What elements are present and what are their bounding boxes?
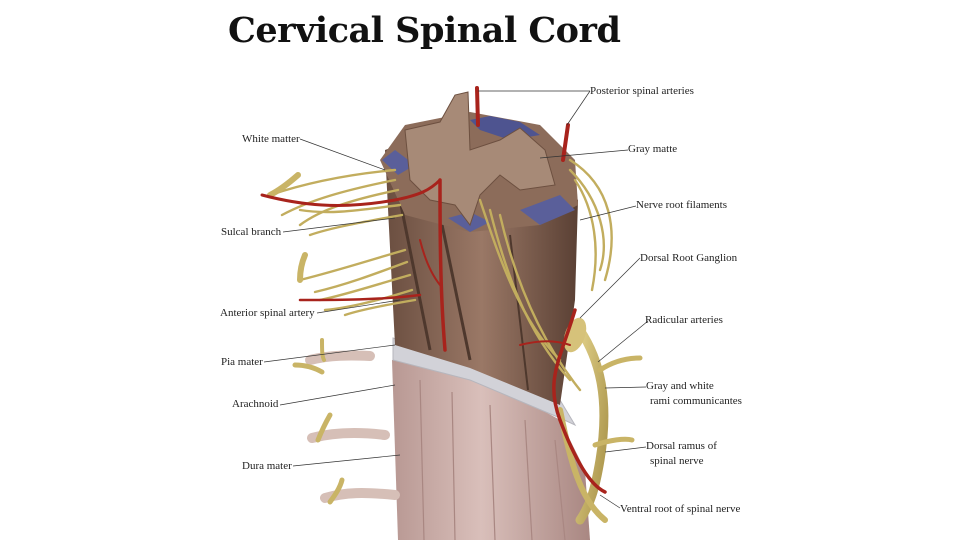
cross-section — [380, 91, 578, 232]
leader-lines — [263, 90, 649, 509]
label-dura-mater: Dura mater — [242, 460, 292, 472]
label-posterior-spinal-arteries: Posterior spinal arteries — [590, 85, 694, 97]
label-anterior-spinal-artery: Anterior spinal artery — [220, 307, 315, 319]
arteries — [260, 86, 607, 494]
label-ventral-root: Ventral root of spinal nerve — [620, 503, 741, 515]
label-white-matter: White matter — [242, 133, 300, 145]
nerve-roots — [268, 158, 613, 392]
label-dorsal-ramus-line2: spinal nerve — [650, 455, 704, 467]
gray-matter-shape — [404, 91, 556, 227]
label-dorsal-root-ganglion: Dorsal Root Ganglion — [640, 252, 738, 264]
label-nerve-root-filaments: Nerve root filaments — [636, 199, 728, 211]
label-pia-mater: Pia mater — [221, 356, 263, 368]
label-gray-white-rami-line1: Gray and white — [646, 380, 714, 392]
label-dorsal-ramus-line1: Dorsal ramus of — [646, 440, 717, 452]
label-arachnoid: Arachnoid — [232, 398, 279, 410]
dura-mater-shape — [392, 360, 590, 540]
label-sulcal-branch: Sulcal branch — [221, 226, 282, 238]
label-radicular-arteries: Radicular arteries — [645, 314, 723, 326]
spinal-nerves-left — [267, 172, 400, 505]
slide-title: Cervical Spinal Cord — [228, 10, 621, 51]
label-gray-white-rami-line2: rami communicantes — [650, 395, 742, 407]
label-gray-matter: Gray matte — [628, 143, 678, 155]
